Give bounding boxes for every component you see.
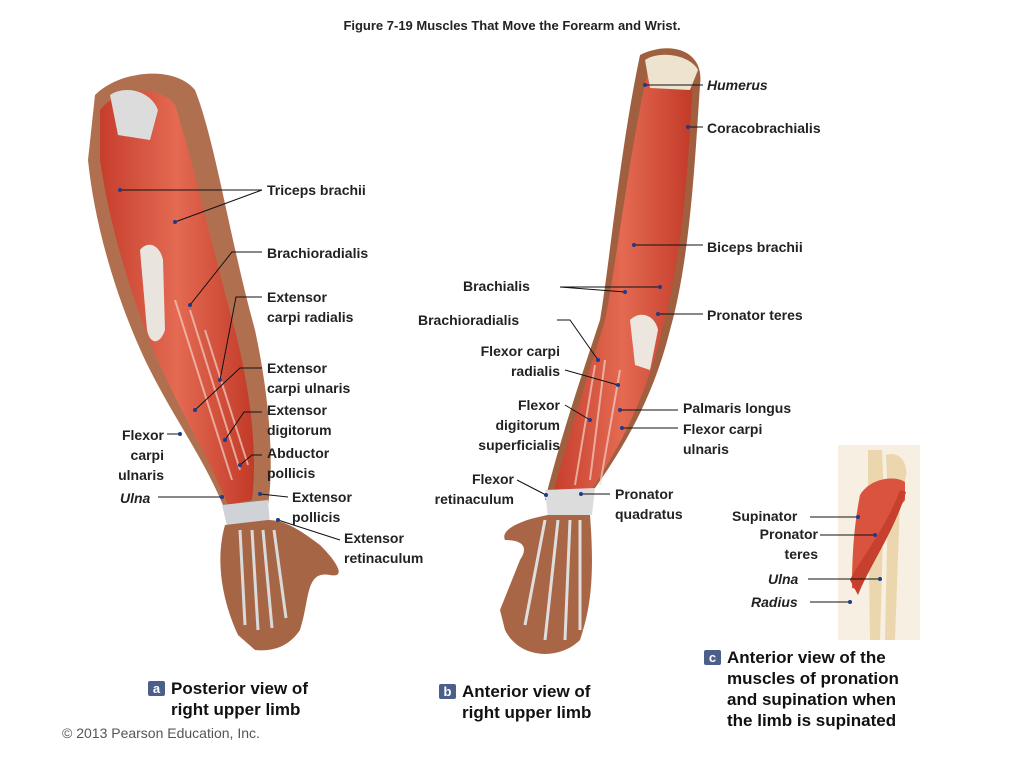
label-line: Extensor [267,360,327,376]
label-line: digitorum [267,422,332,438]
badge-a: a [148,681,165,696]
caption-c-line-1: c Anterior view of the [704,647,899,668]
caption-text: right upper limb [171,700,301,719]
label-flexor-digitorum-superficialis: Flexor digitorum superficialis [440,395,560,455]
label-line: superficialis [478,437,560,453]
label-radius: Radius [751,594,798,610]
caption-b-line-1: b Anterior view of [439,681,591,702]
label-extensor-retinaculum: Extensor retinaculum [344,528,423,568]
label-line: Extensor [267,402,327,418]
label-line: teres [784,546,818,562]
label-line: Flexor carpi [683,421,763,437]
label-pronator-teres-b: Pronator teres [707,307,803,323]
label-brachioradialis-b: Brachioradialis [418,312,520,328]
posterior-arm-illustration [88,73,339,651]
label-line: carpi [130,447,164,463]
caption-text: Anterior view of the [727,648,886,667]
label-line: carpi radialis [267,309,354,325]
caption-text: the limb is supinated [727,711,897,730]
label-biceps-brachii: Biceps brachii [707,239,803,255]
label-line: retinaculum [434,491,514,507]
label-line: Abductor [267,445,330,461]
label-line: Pronator [615,486,674,502]
label-flexor-retinaculum: Flexor retinaculum [400,469,514,509]
label-humerus: Humerus [707,77,768,93]
label-ext-digitorum: Extensor digitorum [267,400,332,440]
label-ext-carpi-radialis: Extensor carpi radialis [267,287,353,327]
label-brachialis: Brachialis [463,278,530,294]
label-ext-carpi-ulnaris: Extensor carpi ulnaris [267,358,350,398]
label-line: Flexor carpi [480,343,560,359]
badge-b: b [439,684,456,699]
caption-text: Anterior view of [462,682,591,701]
label-flexor-carpi-ulnaris-a: Flexor carpi ulnaris [100,425,164,485]
label-line: Extensor [292,489,352,505]
label-line: pollicis [267,465,316,481]
label-ulna-a: Ulna [120,490,151,506]
forearm-bones-illustration [838,445,920,640]
caption-c: c Anterior view of the muscles of pronati… [704,647,899,731]
label-abductor-pollicis: Abductor pollicis [267,443,329,483]
label-line: Pronator [759,526,818,542]
label-flexor-carpi-ulnaris-b: Flexor carpi ulnaris [683,419,762,459]
label-line: Flexor [121,427,164,443]
label-flexor-carpi-radialis: Flexor carpi radialis [440,341,560,381]
caption-text: Posterior view of [171,679,308,698]
label-line: Extensor [344,530,404,546]
label-ulna-c: Ulna [768,571,799,587]
label-line: radialis [510,363,560,379]
caption-b: b Anterior view of right upper limb [439,681,591,723]
label-line: retinaculum [344,550,424,566]
copyright-notice: © 2013 Pearson Education, Inc. [62,725,260,741]
caption-text: right upper limb [462,703,592,722]
label-line: ulnaris [118,467,164,483]
label-line: pollicis [292,509,341,525]
caption-text: and supination when [727,690,897,709]
label-line: quadratus [615,506,683,522]
anterior-arm-illustration [500,48,701,654]
label-triceps-brachii: Triceps brachii [267,182,366,198]
label-supinator: Supinator [732,508,798,524]
label-pronator-quadratus: Pronator quadratus [615,484,683,524]
label-line: carpi ulnaris [267,380,351,396]
leader-dots [118,83,882,604]
leader-lines [120,84,880,603]
caption-text: muscles of pronation [727,669,899,688]
caption-a-line-1: a Posterior view of [148,678,308,699]
label-line: Extensor [267,289,327,305]
label-line: digitorum [495,417,560,433]
label-extensor-pollicis: Extensor pollicis [292,487,352,527]
label-brachioradialis-a: Brachioradialis [267,245,369,261]
label-pronator-teres-c: Pronator teres [740,524,818,564]
label-line: Flexor [471,471,514,487]
label-coracobrachialis: Coracobrachialis [707,120,821,136]
figure-title: Figure 7-19 Muscles That Move the Forear… [343,18,681,33]
label-line: Flexor [517,397,560,413]
badge-c: c [704,650,721,665]
label-palmaris-longus: Palmaris longus [683,400,792,416]
label-line: ulnaris [683,441,729,457]
caption-a: a Posterior view of right upper limb [148,678,308,720]
